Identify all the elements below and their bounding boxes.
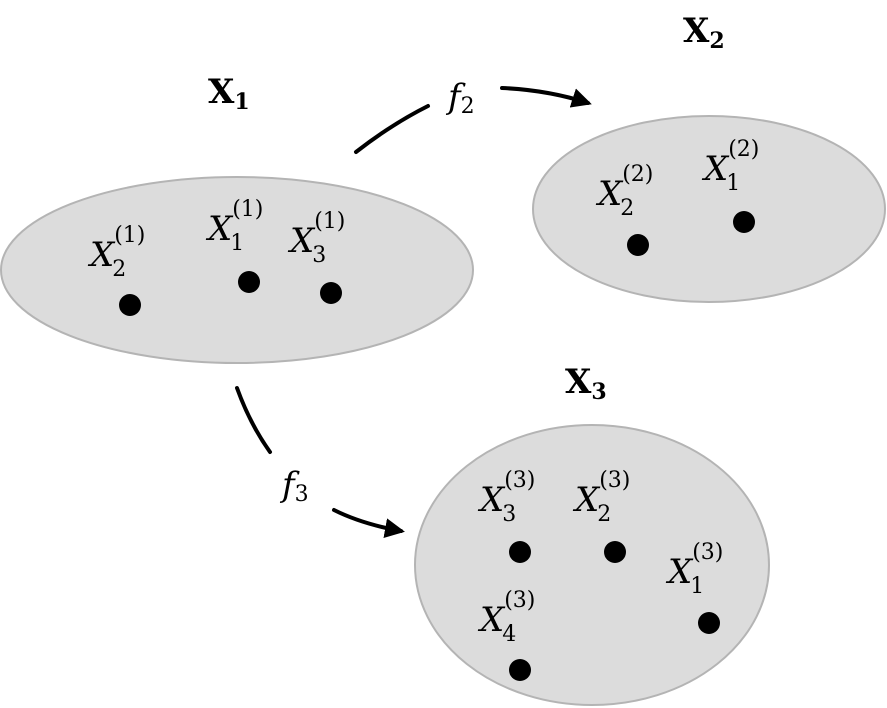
point-x2-3: [604, 541, 626, 563]
point-x1-3: [698, 612, 720, 634]
map-f3-arrow-head: [332, 508, 405, 539]
set-x2-ellipse: [532, 115, 886, 303]
point-x3-3: [509, 541, 531, 563]
map-f3-arc-tail: [235, 386, 272, 454]
map-f2-arc-tail: [354, 104, 430, 154]
map-f3-label: f3: [279, 465, 309, 507]
point-label-x2-1: X2(1): [87, 223, 145, 282]
set-x3-ellipse: [414, 424, 770, 706]
point-x1-1: [238, 271, 260, 293]
point-x2-2: [627, 234, 649, 256]
map-f2-label: f2: [445, 77, 475, 119]
point-label-x1-2: X1(2): [701, 137, 759, 196]
point-x1-2: [733, 211, 755, 233]
set-x1-ellipse: [0, 176, 474, 364]
point-label-x1-3: X1(3): [665, 540, 723, 599]
set-x3: X3 X3(3) X2(3) X1(3) X4(3): [414, 362, 770, 706]
point-label-x3-3: X3(3): [477, 468, 535, 527]
point-label-x3-1: X3(1): [287, 209, 345, 268]
set-x1: X1 X2(1) X1(1) X3(1): [0, 72, 474, 364]
map-f2-arrow-head: [500, 86, 592, 108]
map-f3: f3: [235, 386, 405, 539]
map-f2: f2: [354, 77, 592, 154]
set-x1-title: X1: [208, 72, 250, 115]
point-x4-3: [509, 659, 531, 681]
point-label-x4-3: X4(3): [477, 588, 535, 647]
point-x3-1: [320, 282, 342, 304]
point-x2-1: [119, 294, 141, 316]
point-label-x1-1: X1(1): [205, 197, 263, 256]
point-label-x2-3: X2(3): [572, 468, 630, 527]
set-x3-title: X3: [565, 362, 607, 405]
point-label-x2-2: X2(2): [595, 162, 653, 221]
set-x2-title: X2: [683, 11, 725, 54]
set-x2: X2 X2(2) X1(2): [532, 11, 886, 303]
